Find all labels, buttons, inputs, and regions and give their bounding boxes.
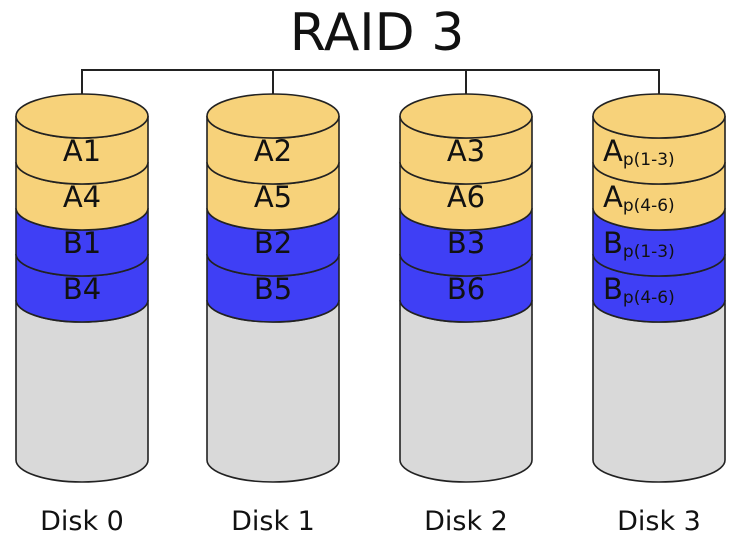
- block-label: B1: [63, 226, 101, 260]
- block-label: A2: [254, 134, 292, 168]
- block-label: A1: [63, 134, 101, 168]
- block-label: B5: [254, 272, 292, 306]
- block-label: A5: [254, 180, 292, 214]
- disk-label: Disk 0: [40, 506, 124, 537]
- disk-empty-space: [592, 299, 726, 483]
- disk-label: Disk 2: [424, 506, 508, 537]
- disk-empty-space: [206, 299, 340, 483]
- disk-empty-space: [399, 299, 533, 483]
- block-label: B2: [254, 226, 292, 260]
- block-label: Bp(4-6): [603, 272, 675, 308]
- disk-empty-space: [15, 299, 149, 483]
- block-label: A4: [63, 180, 101, 214]
- block-label: A3: [447, 134, 485, 168]
- connector-bus: [81, 69, 660, 116]
- block-label: Ap(1-3): [603, 134, 675, 170]
- block-label: Ap(4-6): [603, 180, 675, 216]
- disk-3: Ap(1-3) Ap(4-6) Bp(1-3) Bp(4-6) Disk 3: [592, 93, 726, 537]
- block-label: B3: [447, 226, 485, 260]
- disk-label: Disk 3: [617, 506, 701, 537]
- disk-top-cap: [399, 93, 533, 139]
- block-label: B6: [447, 272, 485, 306]
- block-label: Bp(1-3): [603, 226, 675, 262]
- diagram-title: RAID 3: [290, 3, 465, 63]
- disk-top-cap: [592, 93, 726, 139]
- block-label: B4: [63, 272, 101, 306]
- disk-top-cap: [15, 93, 149, 139]
- block-label: A6: [447, 180, 485, 214]
- disk-top-cap: [206, 93, 340, 139]
- connector-lines: [81, 69, 660, 116]
- disk-label: Disk 1: [231, 506, 315, 537]
